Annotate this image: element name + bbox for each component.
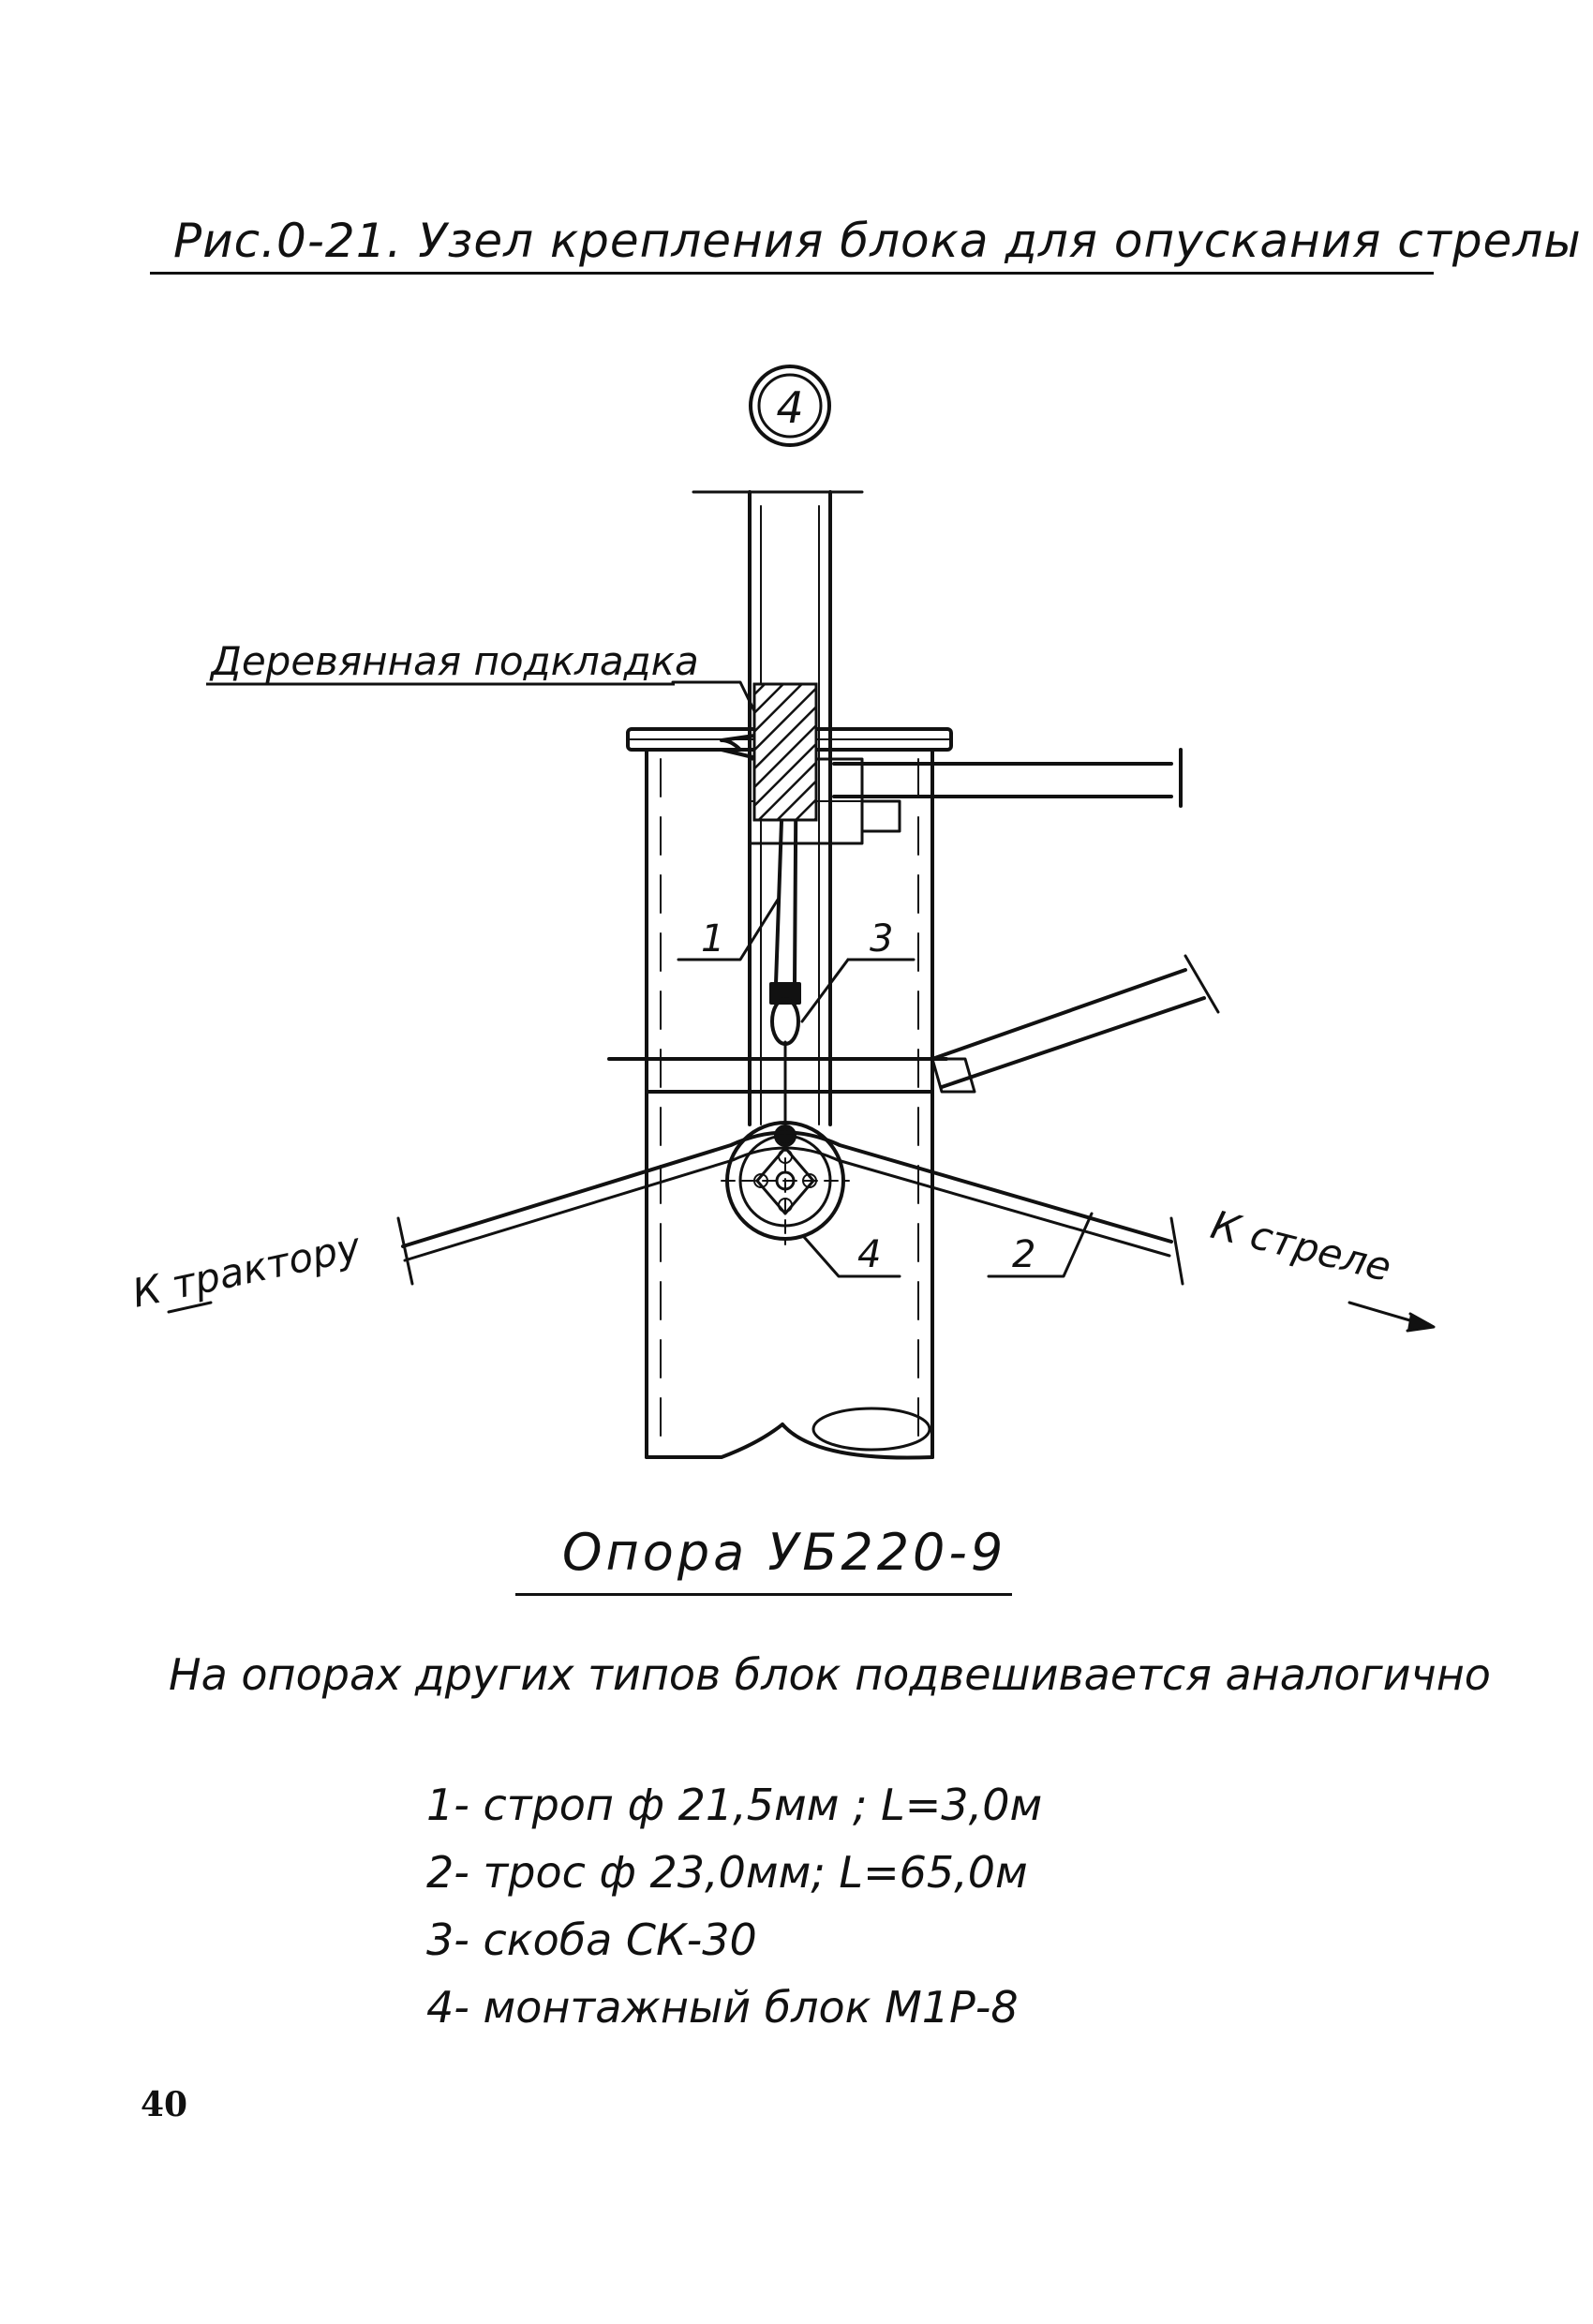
page-title: Рис.0-21. Узел крепления блока для опуск… xyxy=(173,214,1582,268)
legend: 1- строп ф 21,5мм ; L=3,0м 2- трос ф 23,… xyxy=(426,1771,1042,2041)
legend-item: 3- скоба СК-30 xyxy=(426,1914,757,1965)
lower-band xyxy=(607,1057,948,1094)
callout-leaders xyxy=(671,680,1094,1278)
wooden-pad xyxy=(752,682,818,822)
support-caption: Опора УБ220-9 xyxy=(562,1523,1007,1582)
pulley-block xyxy=(721,1116,850,1245)
callout-1: 1 xyxy=(701,917,724,961)
pole-body xyxy=(645,748,934,1460)
note-text: На опорах других типов блок подвешиваетс… xyxy=(169,1649,1491,1700)
view-marker-number: 4 xyxy=(776,382,803,433)
to-tractor-label: К трактору xyxy=(128,1223,365,1317)
shackle xyxy=(769,982,801,1136)
support-caption-underline xyxy=(515,1593,1012,1596)
upper-pipe xyxy=(692,490,864,1126)
legend-item: 1- строп ф 21,5мм ; L=3,0м xyxy=(426,1780,1043,1830)
to-boom-label: К стреле xyxy=(1207,1201,1396,1290)
title-underline xyxy=(150,272,1434,275)
callout-4: 4 xyxy=(857,1233,881,1276)
inclined-strut xyxy=(930,954,1220,1094)
direction-arrows xyxy=(167,1301,1436,1333)
legend-item: 4- монтажный блок М1Р-8 xyxy=(426,1982,1019,2033)
view-marker xyxy=(749,365,831,447)
callout-2: 2 xyxy=(1012,1233,1035,1276)
wood-pad-label: Деревянная подкладка xyxy=(209,638,699,684)
crossarm xyxy=(832,748,1183,833)
rope xyxy=(396,1130,1184,1286)
legend-item: 2- трос ф 23,0мм; L=65,0м xyxy=(426,1847,1028,1898)
page-number: 40 xyxy=(141,2085,188,2124)
callout-3: 3 xyxy=(870,917,893,961)
